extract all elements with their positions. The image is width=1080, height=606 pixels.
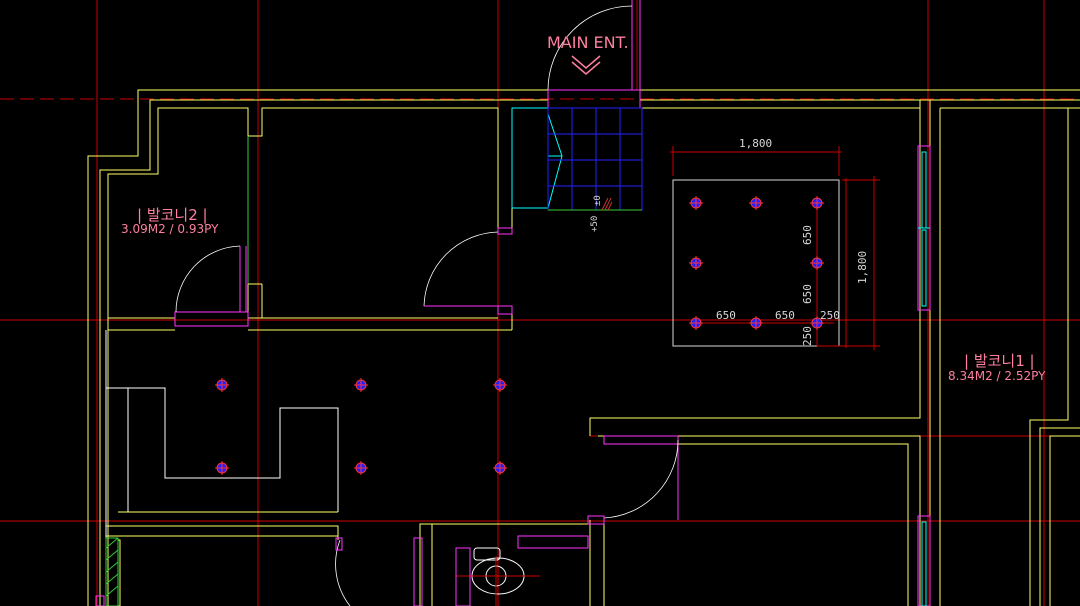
downlight <box>354 461 368 475</box>
dimension-right-c: 250 <box>801 326 814 346</box>
dimension-bottom-c: 250 <box>820 309 840 322</box>
entrance-arrow-icon <box>571 55 601 75</box>
balcony-2-name: | 발코니2 | <box>137 206 208 224</box>
downlight <box>215 461 229 475</box>
downlights <box>215 196 824 475</box>
downlight <box>689 256 703 270</box>
step-hatch <box>601 197 613 211</box>
downlight <box>749 196 763 210</box>
ceiling-box <box>672 179 840 347</box>
dimension-top-width: 1,800 <box>739 137 773 150</box>
downlight <box>749 316 763 330</box>
doors <box>95 0 931 606</box>
downlight <box>810 196 824 210</box>
downlight <box>493 461 507 475</box>
dimension-right-b: 650 <box>801 284 814 304</box>
dimension-right-height: 1,800 <box>856 250 869 284</box>
dimension-right-a: 650 <box>801 225 814 245</box>
downlight <box>689 196 703 210</box>
balcony-1-name: | 발코니1 | <box>964 352 1035 370</box>
downlight <box>689 316 703 330</box>
dimension-bottom-b: 650 <box>775 309 795 322</box>
downlight <box>810 256 824 270</box>
level-mark-plus50: +50 <box>590 215 600 232</box>
downlight <box>215 378 229 392</box>
level-mark-zero: ±0 <box>593 195 603 206</box>
dimension-bottom-a: 650 <box>716 309 736 322</box>
downlight <box>354 378 368 392</box>
walls <box>87 89 1080 606</box>
downlight <box>810 316 824 330</box>
balcony-1-area: 8.34M2 / 2.52PY <box>948 369 1046 383</box>
green-cabinet <box>105 537 119 606</box>
balcony-2-area: 3.09M2 / 0.93PY <box>121 222 219 236</box>
entrance-label: MAIN ENT. <box>547 33 629 52</box>
windows <box>511 107 930 606</box>
toilet-icon <box>455 547 540 606</box>
downlight <box>493 378 507 392</box>
